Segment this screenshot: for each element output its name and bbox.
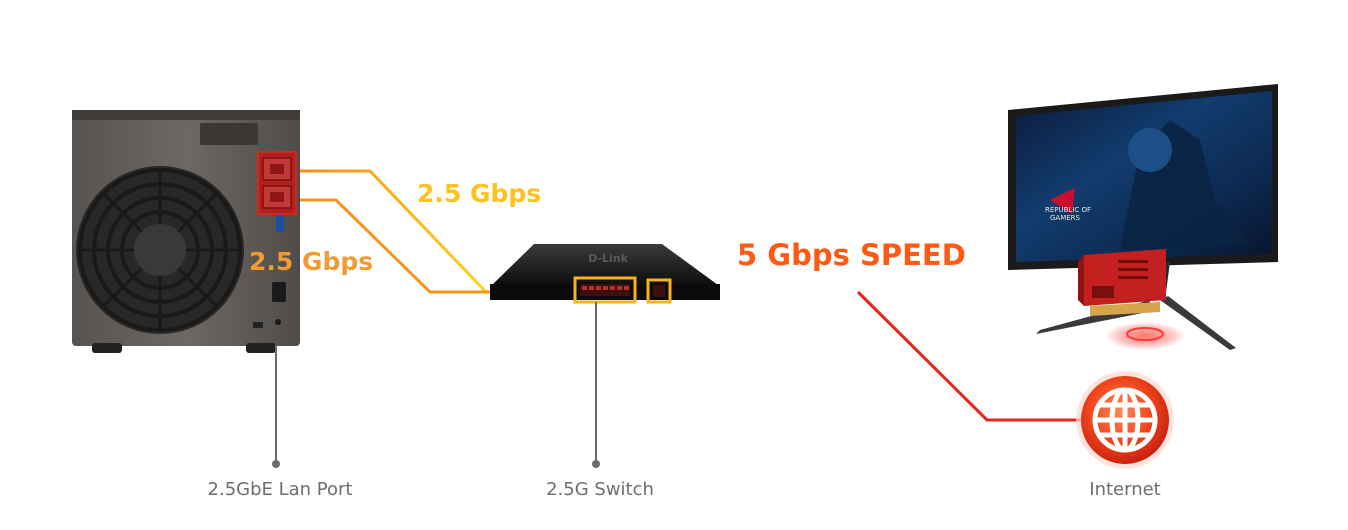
monitor-logo-text: REPUBLIC OF [1045, 206, 1091, 214]
network-switch-icon: D-Link [490, 244, 720, 304]
speed-label-main: 5 Gbps SPEED [737, 238, 966, 272]
caption-internet: Internet [1089, 479, 1161, 500]
fan-icon [76, 166, 244, 334]
lan-port-highlight [257, 151, 297, 215]
wire-to-internet [856, 290, 1082, 422]
nas-device-icon [72, 110, 300, 353]
wire-lan-top [294, 169, 488, 294]
speed-label-top: 2.5 Gbps [417, 179, 542, 208]
caption-pointers [272, 302, 600, 468]
pointer-lan-dot [272, 460, 280, 468]
network-card-icon [1078, 249, 1166, 316]
speed-label-left: 2.5 Gbps [249, 247, 374, 276]
monitor-logo-text-2: GAMERS [1050, 214, 1081, 222]
caption-lan-port: 2.5GbE Lan Port [207, 479, 353, 500]
pointer-switch-dot [592, 460, 600, 468]
connection-lines [294, 169, 1100, 422]
switch-brand-text: D-Link [588, 252, 629, 265]
wire-lan-bottom [294, 198, 530, 294]
caption-switch: 2.5G Switch [546, 479, 654, 500]
globe-icon [1076, 371, 1174, 469]
usb-port [276, 214, 284, 232]
hdmi-port [272, 282, 286, 302]
